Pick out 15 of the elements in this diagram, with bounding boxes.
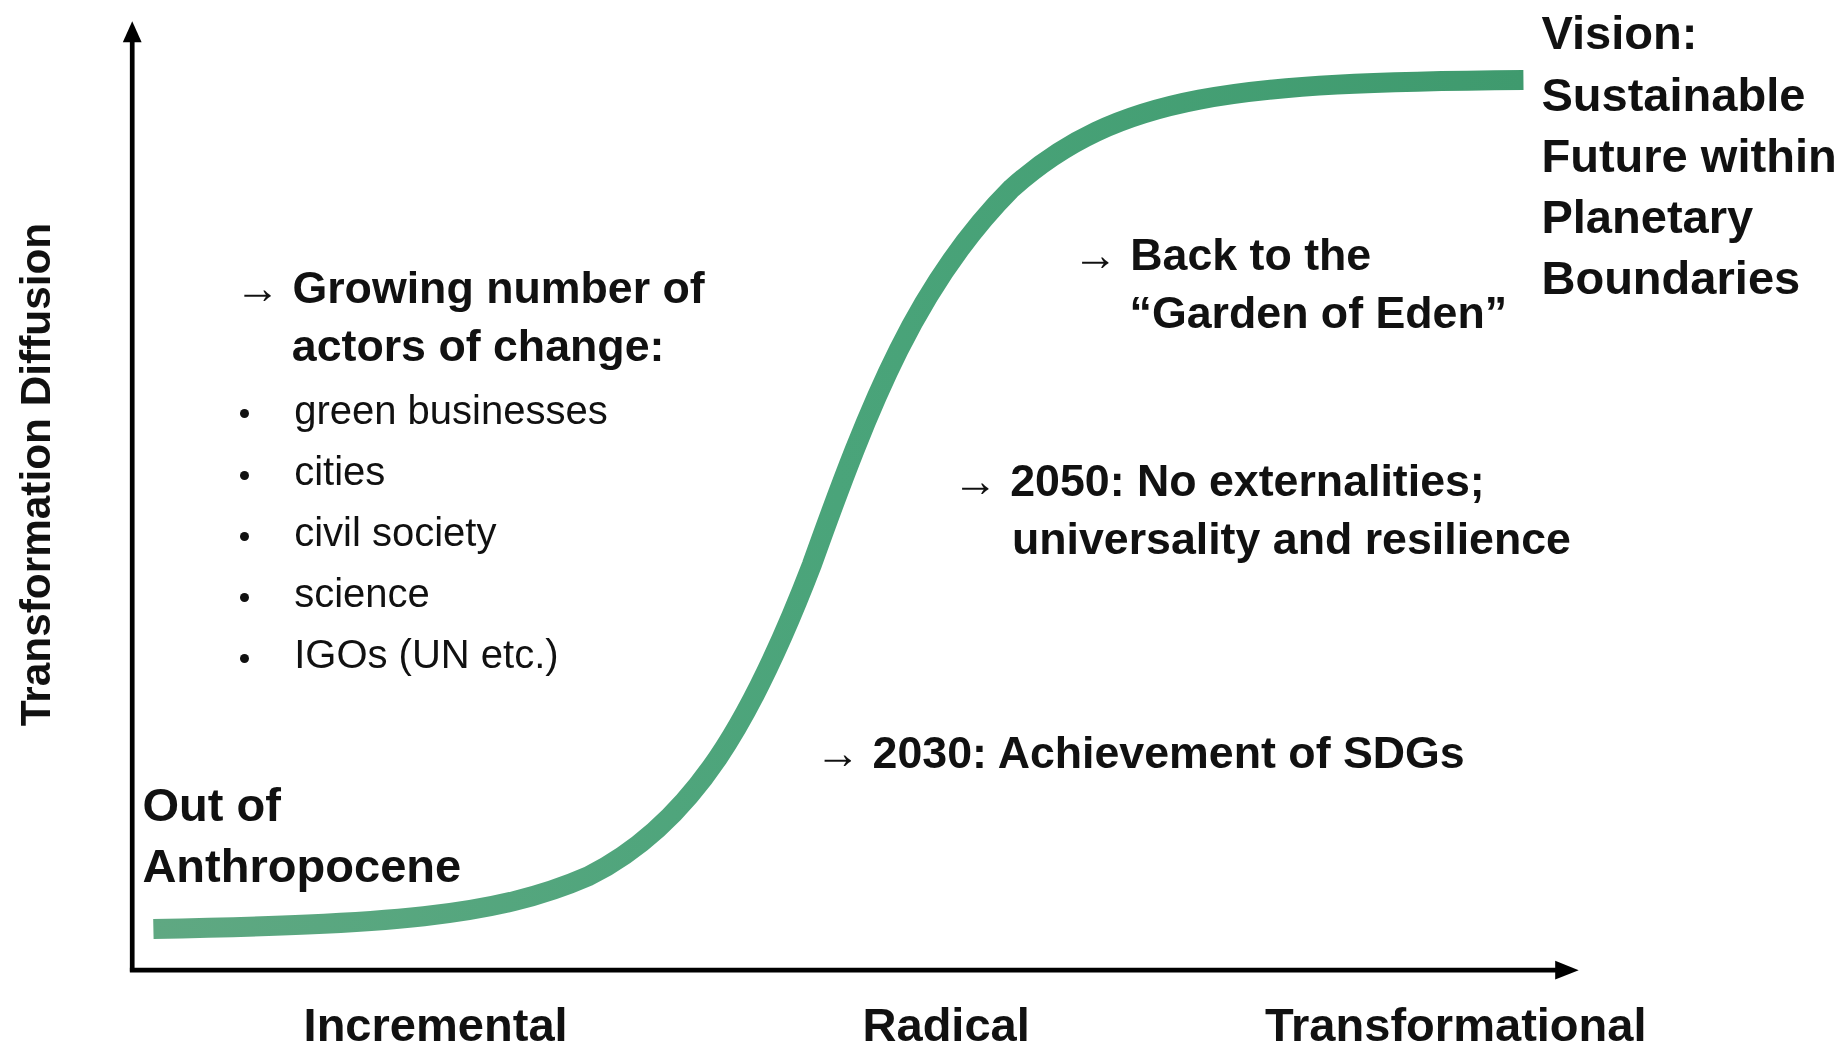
vision-text: Vision: Sustainable Future within Planetary Boundaries bbox=[1541, 5, 1838, 307]
list-heading: → Growing number of actors of change: bbox=[235, 261, 706, 372]
annotation-text: → 2030: Achievement of SDGs bbox=[815, 726, 1466, 779]
annotation-text: → Back to the “Garden of Eden” bbox=[1073, 228, 1509, 340]
axis-title: Transformation Diffusion bbox=[10, 221, 60, 729]
list-item: science bbox=[294, 570, 430, 618]
list-item: cities bbox=[294, 447, 386, 495]
annotation-text: → 2050: No externalities; universality and resilience bbox=[953, 454, 1572, 565]
list-item: civil society bbox=[294, 508, 497, 556]
list-item: IGOs (UN etc.) bbox=[294, 631, 559, 679]
list-item: green businesses bbox=[294, 386, 608, 434]
axis-category-label: Incremental bbox=[303, 997, 569, 1049]
start-label: Out of Anthropocene bbox=[142, 777, 463, 895]
axis-category-label: Transformational bbox=[1264, 997, 1648, 1049]
axis-category-label: Radical bbox=[862, 997, 1031, 1049]
